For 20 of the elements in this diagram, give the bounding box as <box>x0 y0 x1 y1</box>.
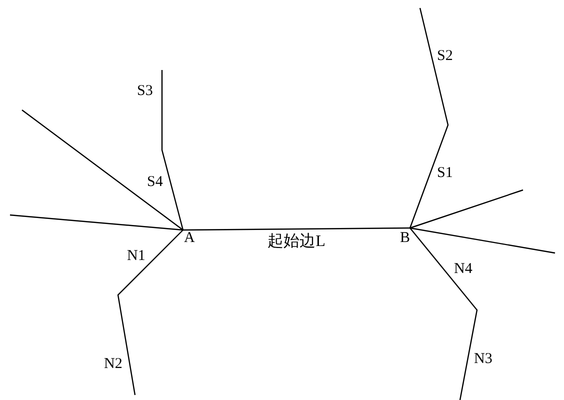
segment-label: S1 <box>437 166 453 181</box>
line-segment <box>410 189 524 229</box>
edge-label: 起始边L <box>266 233 326 250</box>
segment-label: N1 <box>127 249 146 264</box>
vertex-label: B <box>400 231 410 246</box>
line-segment <box>183 227 410 231</box>
line-segment <box>10 214 184 231</box>
segment-label: N4 <box>454 262 472 277</box>
segment-label: N3 <box>474 352 492 367</box>
line-segment <box>410 227 556 254</box>
vertex-label: A <box>184 231 195 246</box>
segment-label: N2 <box>104 357 122 372</box>
segment-label: S4 <box>147 175 163 190</box>
line-segment <box>22 110 184 230</box>
line-segment <box>409 8 449 228</box>
line-segment <box>117 230 184 396</box>
segment-label: S3 <box>137 84 153 99</box>
line-segment <box>161 70 184 230</box>
line-segment <box>410 228 478 400</box>
segment-label: S2 <box>437 49 453 64</box>
